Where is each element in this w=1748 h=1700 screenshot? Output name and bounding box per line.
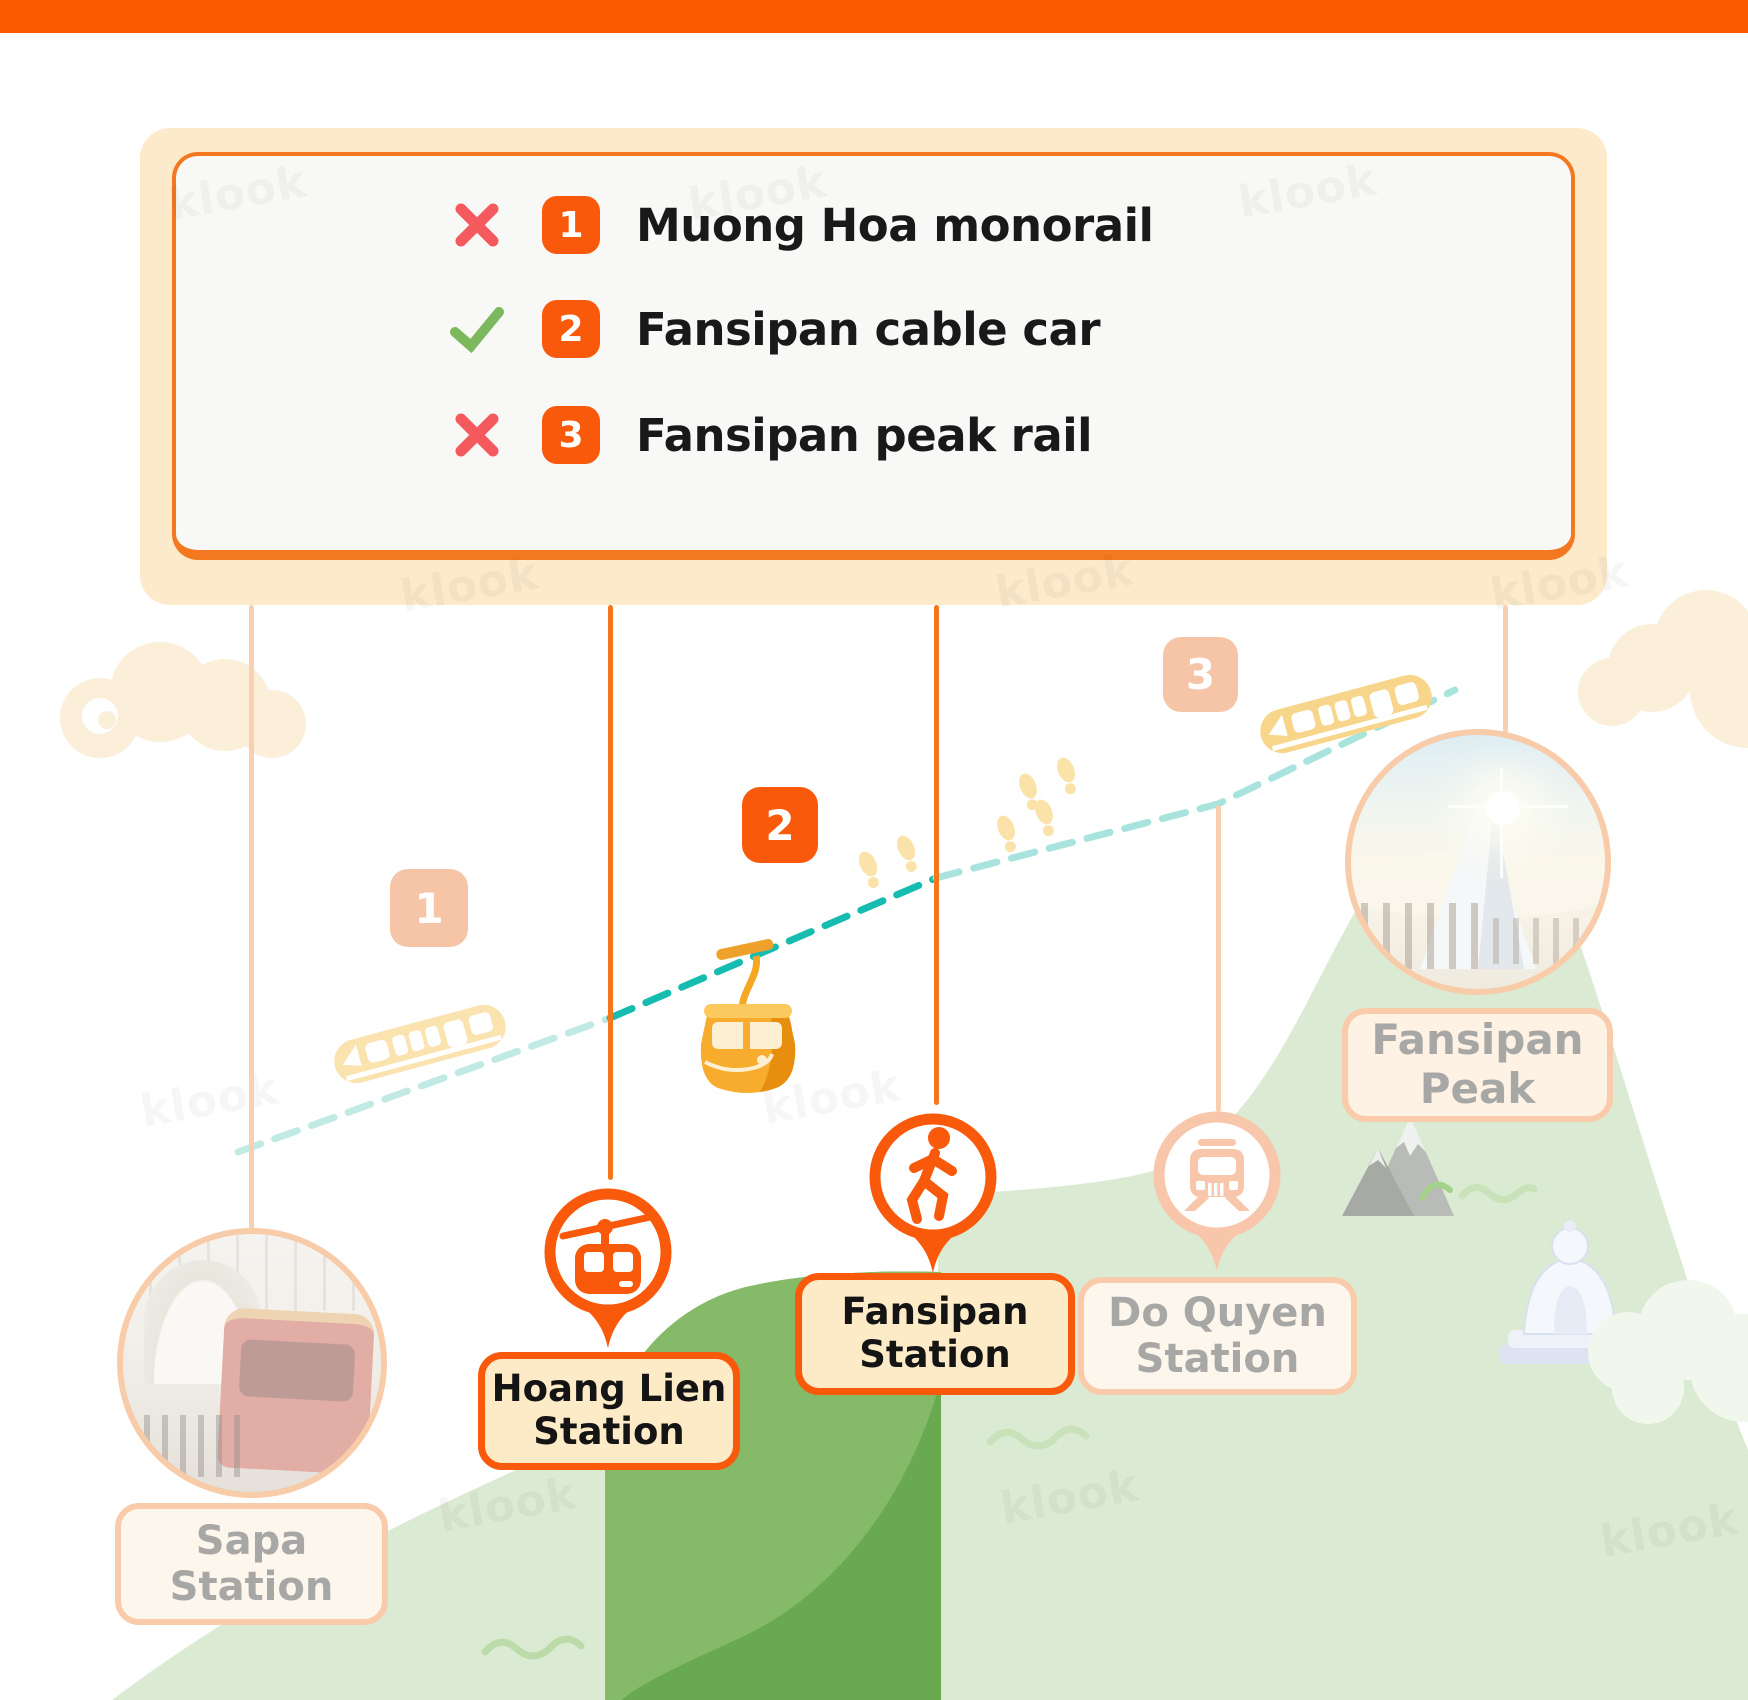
sapa-station-label: Sapa Station xyxy=(115,1503,388,1625)
check-icon xyxy=(448,305,506,353)
train-icon xyxy=(1184,1139,1250,1211)
cloud-buddha xyxy=(1588,1280,1748,1424)
hoang-lien-pin xyxy=(544,1188,672,1348)
route-badge-2: 2 xyxy=(742,787,818,863)
legend-container: 1 Muong Hoa monorail 2 Fansipan cable ca… xyxy=(140,128,1607,605)
connector-line-do-quyen xyxy=(1216,805,1221,1112)
connector-line-hoang-lien xyxy=(608,605,613,1180)
connector-line-sapa xyxy=(249,605,254,1230)
sun-icon xyxy=(1485,790,1520,825)
peak-railing xyxy=(1361,902,1478,969)
photo-fade-overlay xyxy=(1351,735,1605,989)
fansipan-peak-label: Fansipan Peak xyxy=(1342,1008,1613,1122)
legend-number-badge: 1 xyxy=(542,196,600,254)
label-line: Fansipan xyxy=(841,1290,1029,1334)
cross-icon xyxy=(448,409,506,461)
label-line: Station xyxy=(859,1333,1011,1376)
footprints xyxy=(858,757,1076,888)
connector-line-peak xyxy=(1503,605,1508,733)
legend-number-badge: 3 xyxy=(542,406,600,464)
peak-railing xyxy=(1493,917,1580,964)
label-line: Do Quyen xyxy=(1108,1289,1327,1336)
route-badge-1: 1 xyxy=(390,869,468,947)
legend-box: 1 Muong Hoa monorail 2 Fansipan cable ca… xyxy=(172,152,1575,560)
legend-label: Fansipan cable car xyxy=(636,302,1101,356)
cable-car-icon xyxy=(559,1212,659,1294)
squiggle-decorations xyxy=(481,1184,1538,1660)
legend-row-cable-car: 2 Fansipan cable car xyxy=(448,296,1101,362)
do-quyen-pin xyxy=(1153,1111,1281,1271)
legend-number-badge: 2 xyxy=(542,300,600,358)
label-line: Hoang Lien xyxy=(491,1367,727,1411)
sapa-station-photo xyxy=(117,1228,387,1498)
fansipan-pin xyxy=(869,1113,997,1273)
cross-icon xyxy=(448,199,506,251)
do-quyen-station-label: Do Quyen Station xyxy=(1078,1277,1357,1395)
label-line: Station xyxy=(1135,1336,1300,1382)
legend-row-peak-rail: 3 Fansipan peak rail xyxy=(448,402,1093,468)
cloud-left xyxy=(60,642,306,758)
label-line: Station xyxy=(533,1410,685,1453)
label-line: Fansipan xyxy=(1371,1015,1584,1065)
label-line: Peak xyxy=(1419,1064,1536,1113)
photo-fade-overlay xyxy=(123,1234,381,1492)
label-line: Station xyxy=(169,1564,334,1610)
fansipan-peak-photo xyxy=(1345,729,1611,995)
route-badge-3: 3 xyxy=(1163,637,1238,712)
top-accent-bar xyxy=(0,0,1748,33)
hoang-lien-station-label: Hoang Lien Station xyxy=(478,1352,740,1470)
fansipan-station-label: Fansipan Station xyxy=(795,1273,1075,1395)
legend-label: Muong Hoa monorail xyxy=(636,198,1154,252)
monorail-icon-faded xyxy=(329,999,511,1089)
legend-row-monorail: 1 Muong Hoa monorail xyxy=(448,192,1154,258)
mountain-icon xyxy=(1342,1116,1454,1216)
station-railing xyxy=(143,1414,252,1477)
connector-line-fansipan xyxy=(934,605,939,1105)
label-line: Sapa xyxy=(195,1517,308,1564)
cloud-right xyxy=(1578,590,1748,748)
legend-label: Fansipan peak rail xyxy=(636,408,1093,462)
walking-person-icon xyxy=(906,1127,957,1224)
cable-car-gondola xyxy=(700,939,796,1093)
